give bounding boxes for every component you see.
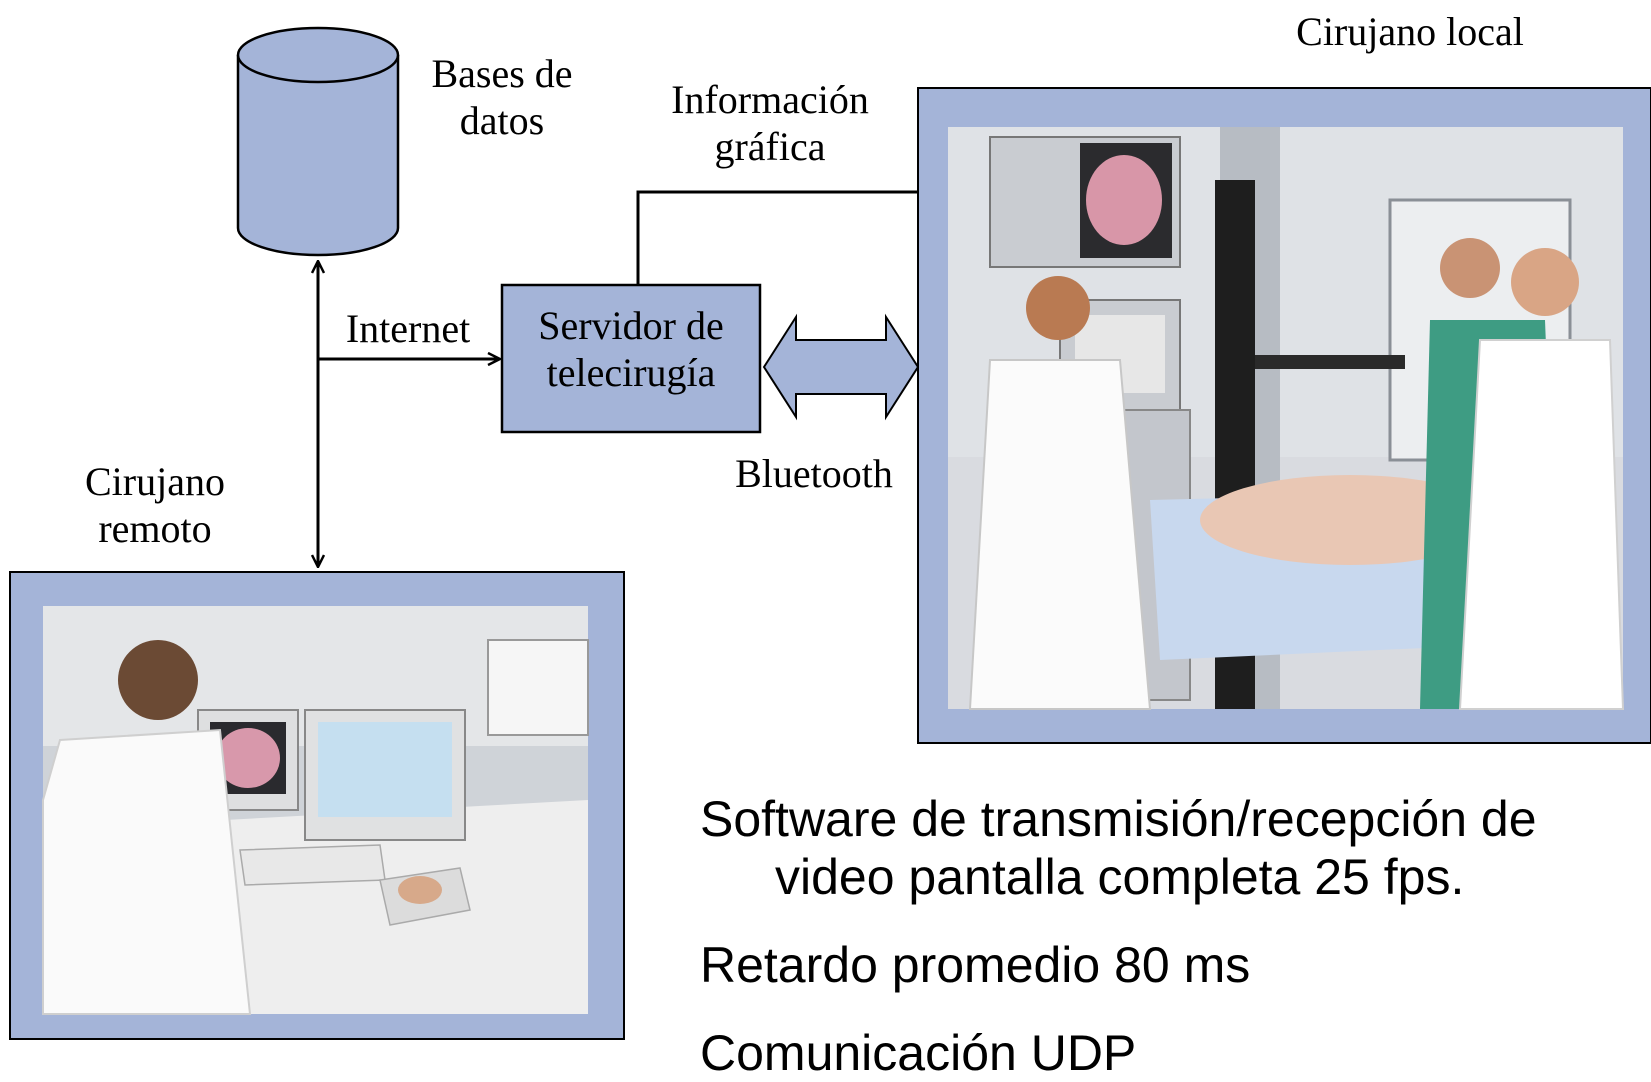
internet-label: Internet [345,306,471,351]
notes-block: Software de transmisión/recepción de vid… [700,790,1640,1082]
remote-surgeon-photo [9,571,625,1040]
informacion-grafica-label: Información gráfica [671,77,869,170]
local-surgeon-photo [917,87,1651,744]
note-delay: Retardo promedio 80 ms [700,937,1251,993]
bases-de-datos-label: Bases de datos [431,51,573,144]
bluetooth-label: Bluetooth [735,451,893,496]
cirujano-remoto-label: Cirujano remoto [85,459,225,552]
bluetooth-arrow [762,313,920,421]
database-icon [236,26,400,257]
server-box [500,283,762,434]
cirujano-local-label: Cirujano local [1296,9,1524,54]
note-udp: Comunicación UDP [700,1025,1137,1081]
server-label: Servidor de telecirugía [538,303,724,396]
graphic-info-arrow [636,192,968,285]
note-software-line2: video pantalla completa 25 fps. [775,849,1465,905]
note-software-line1: Software de transmisión/recepción de [700,791,1537,847]
